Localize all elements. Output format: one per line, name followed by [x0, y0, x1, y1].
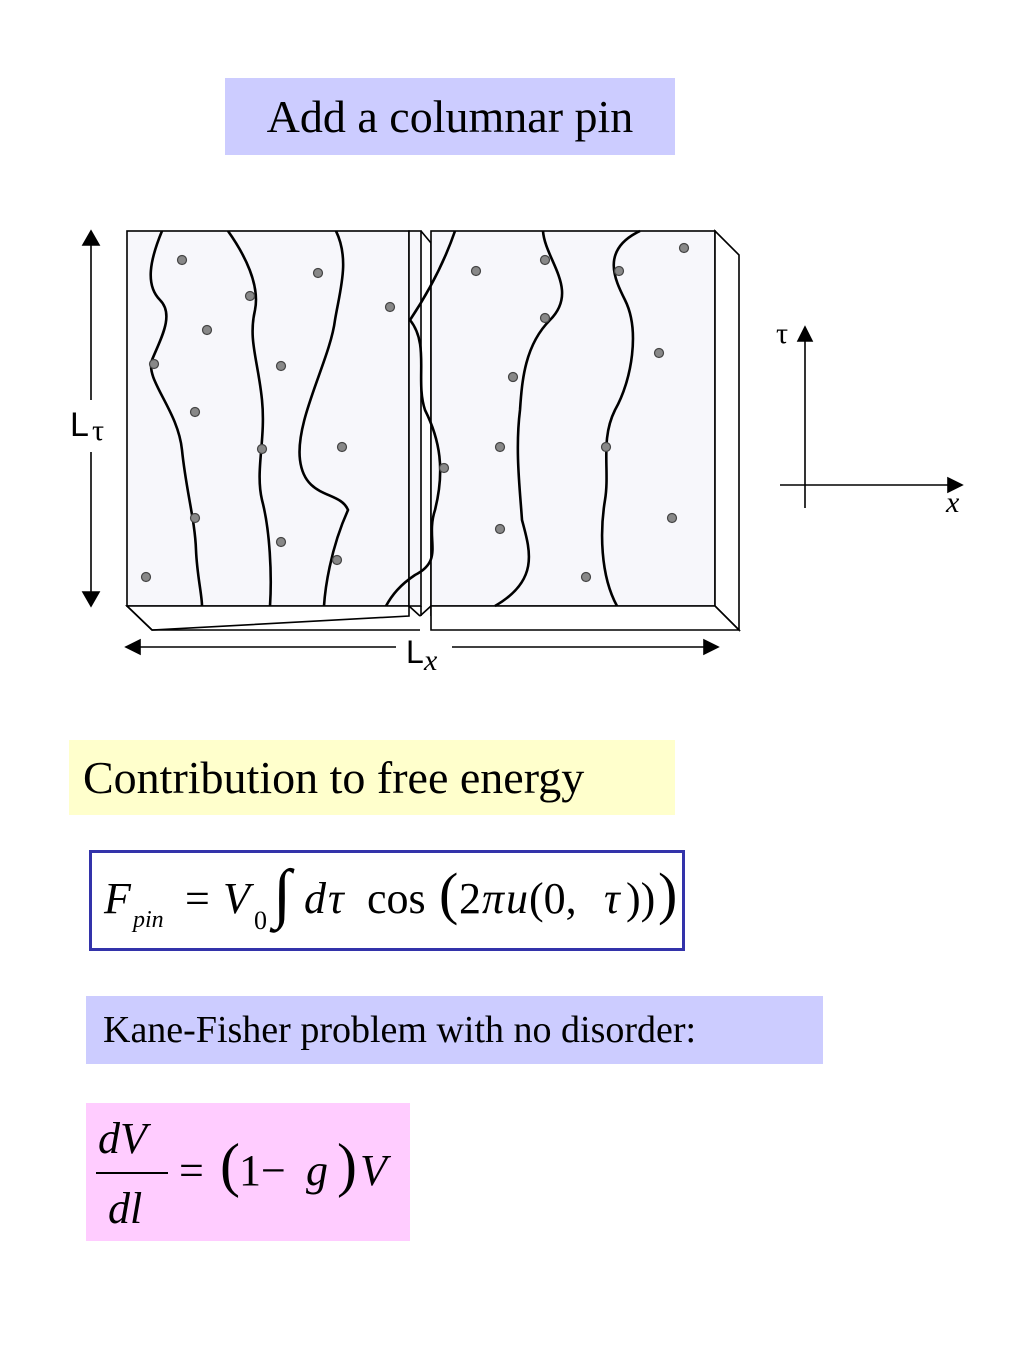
- vortex-line: [298, 230, 350, 607]
- eq1-lparen: (: [439, 861, 459, 926]
- contribution-heading: Contribution to free energy: [69, 740, 675, 815]
- eq1-args-tau: τ: [604, 874, 620, 923]
- slide-title: Add a columnar pin: [225, 78, 675, 155]
- eq1-V: V: [223, 874, 250, 923]
- vortex-lines: [149, 229, 641, 608]
- eq1-args-close: )): [626, 874, 656, 923]
- height-label: L: [70, 406, 89, 444]
- eq2-rparen: ): [337, 1132, 357, 1198]
- eq1-sub-pin: pin: [133, 907, 164, 933]
- width-label: L: [406, 634, 424, 670]
- eq1-two: 2: [459, 874, 481, 923]
- width-label-subscript: x: [423, 644, 438, 677]
- eq1-pi: π: [482, 874, 505, 923]
- vortex-line: [226, 230, 273, 607]
- eq2-numerator: dV: [98, 1114, 147, 1163]
- eq2-denominator: dl: [108, 1184, 143, 1233]
- height-label-subscript: τ: [92, 414, 104, 447]
- eq1-d: d: [304, 874, 326, 923]
- coordinate-axes: [780, 325, 964, 508]
- eq1-equals: =: [185, 874, 210, 923]
- eq1-F: F: [104, 874, 131, 923]
- kane-fisher-text: Kane-Fisher problem with no disorder:: [103, 1009, 697, 1051]
- eq1-tau: τ: [328, 874, 344, 923]
- eq1-sub0: 0: [254, 906, 267, 935]
- eq2-lparen: (: [220, 1132, 240, 1198]
- slide-title-text: Add a columnar pin: [266, 91, 634, 142]
- contribution-text: Contribution to free energy: [83, 752, 585, 803]
- eq2-fraction-bar: [96, 1172, 168, 1174]
- right-slab: [430, 229, 741, 632]
- eq1-cos: cos: [367, 874, 426, 923]
- eq2-g: g: [306, 1146, 328, 1195]
- eq2-equals: =: [179, 1146, 204, 1195]
- x-axis-label: x: [945, 486, 960, 519]
- kane-fisher-heading: Kane-Fisher problem with no disorder:: [86, 996, 823, 1064]
- eq1-u: u: [506, 874, 528, 923]
- pinning-dots: [140, 242, 690, 583]
- tau-axis-label: τ: [776, 317, 788, 350]
- eq2-one-minus: 1−: [239, 1146, 286, 1195]
- eq2-V: V: [360, 1146, 387, 1195]
- height-arrow: [81, 229, 101, 608]
- vortex-line: [149, 230, 204, 607]
- rg-flow-equation: dV dl = ( 1− g ) V: [86, 1103, 410, 1241]
- vortex-line: [384, 230, 457, 607]
- eq1-integral: ∫: [273, 857, 292, 930]
- eq1-args-open: (0,: [529, 874, 577, 923]
- free-energy-equation: F pin = V 0 ∫ d τ cos ( 2 π u (0, τ )) ): [89, 850, 685, 951]
- width-arrow: [124, 638, 720, 656]
- eq1-rparen: ): [658, 861, 678, 926]
- vortex-line: [494, 230, 564, 608]
- left-slab: [125, 230, 420, 631]
- vortex-lines-diagram: L τ L x τ x: [70, 229, 964, 677]
- vortex-line: [600, 229, 641, 607]
